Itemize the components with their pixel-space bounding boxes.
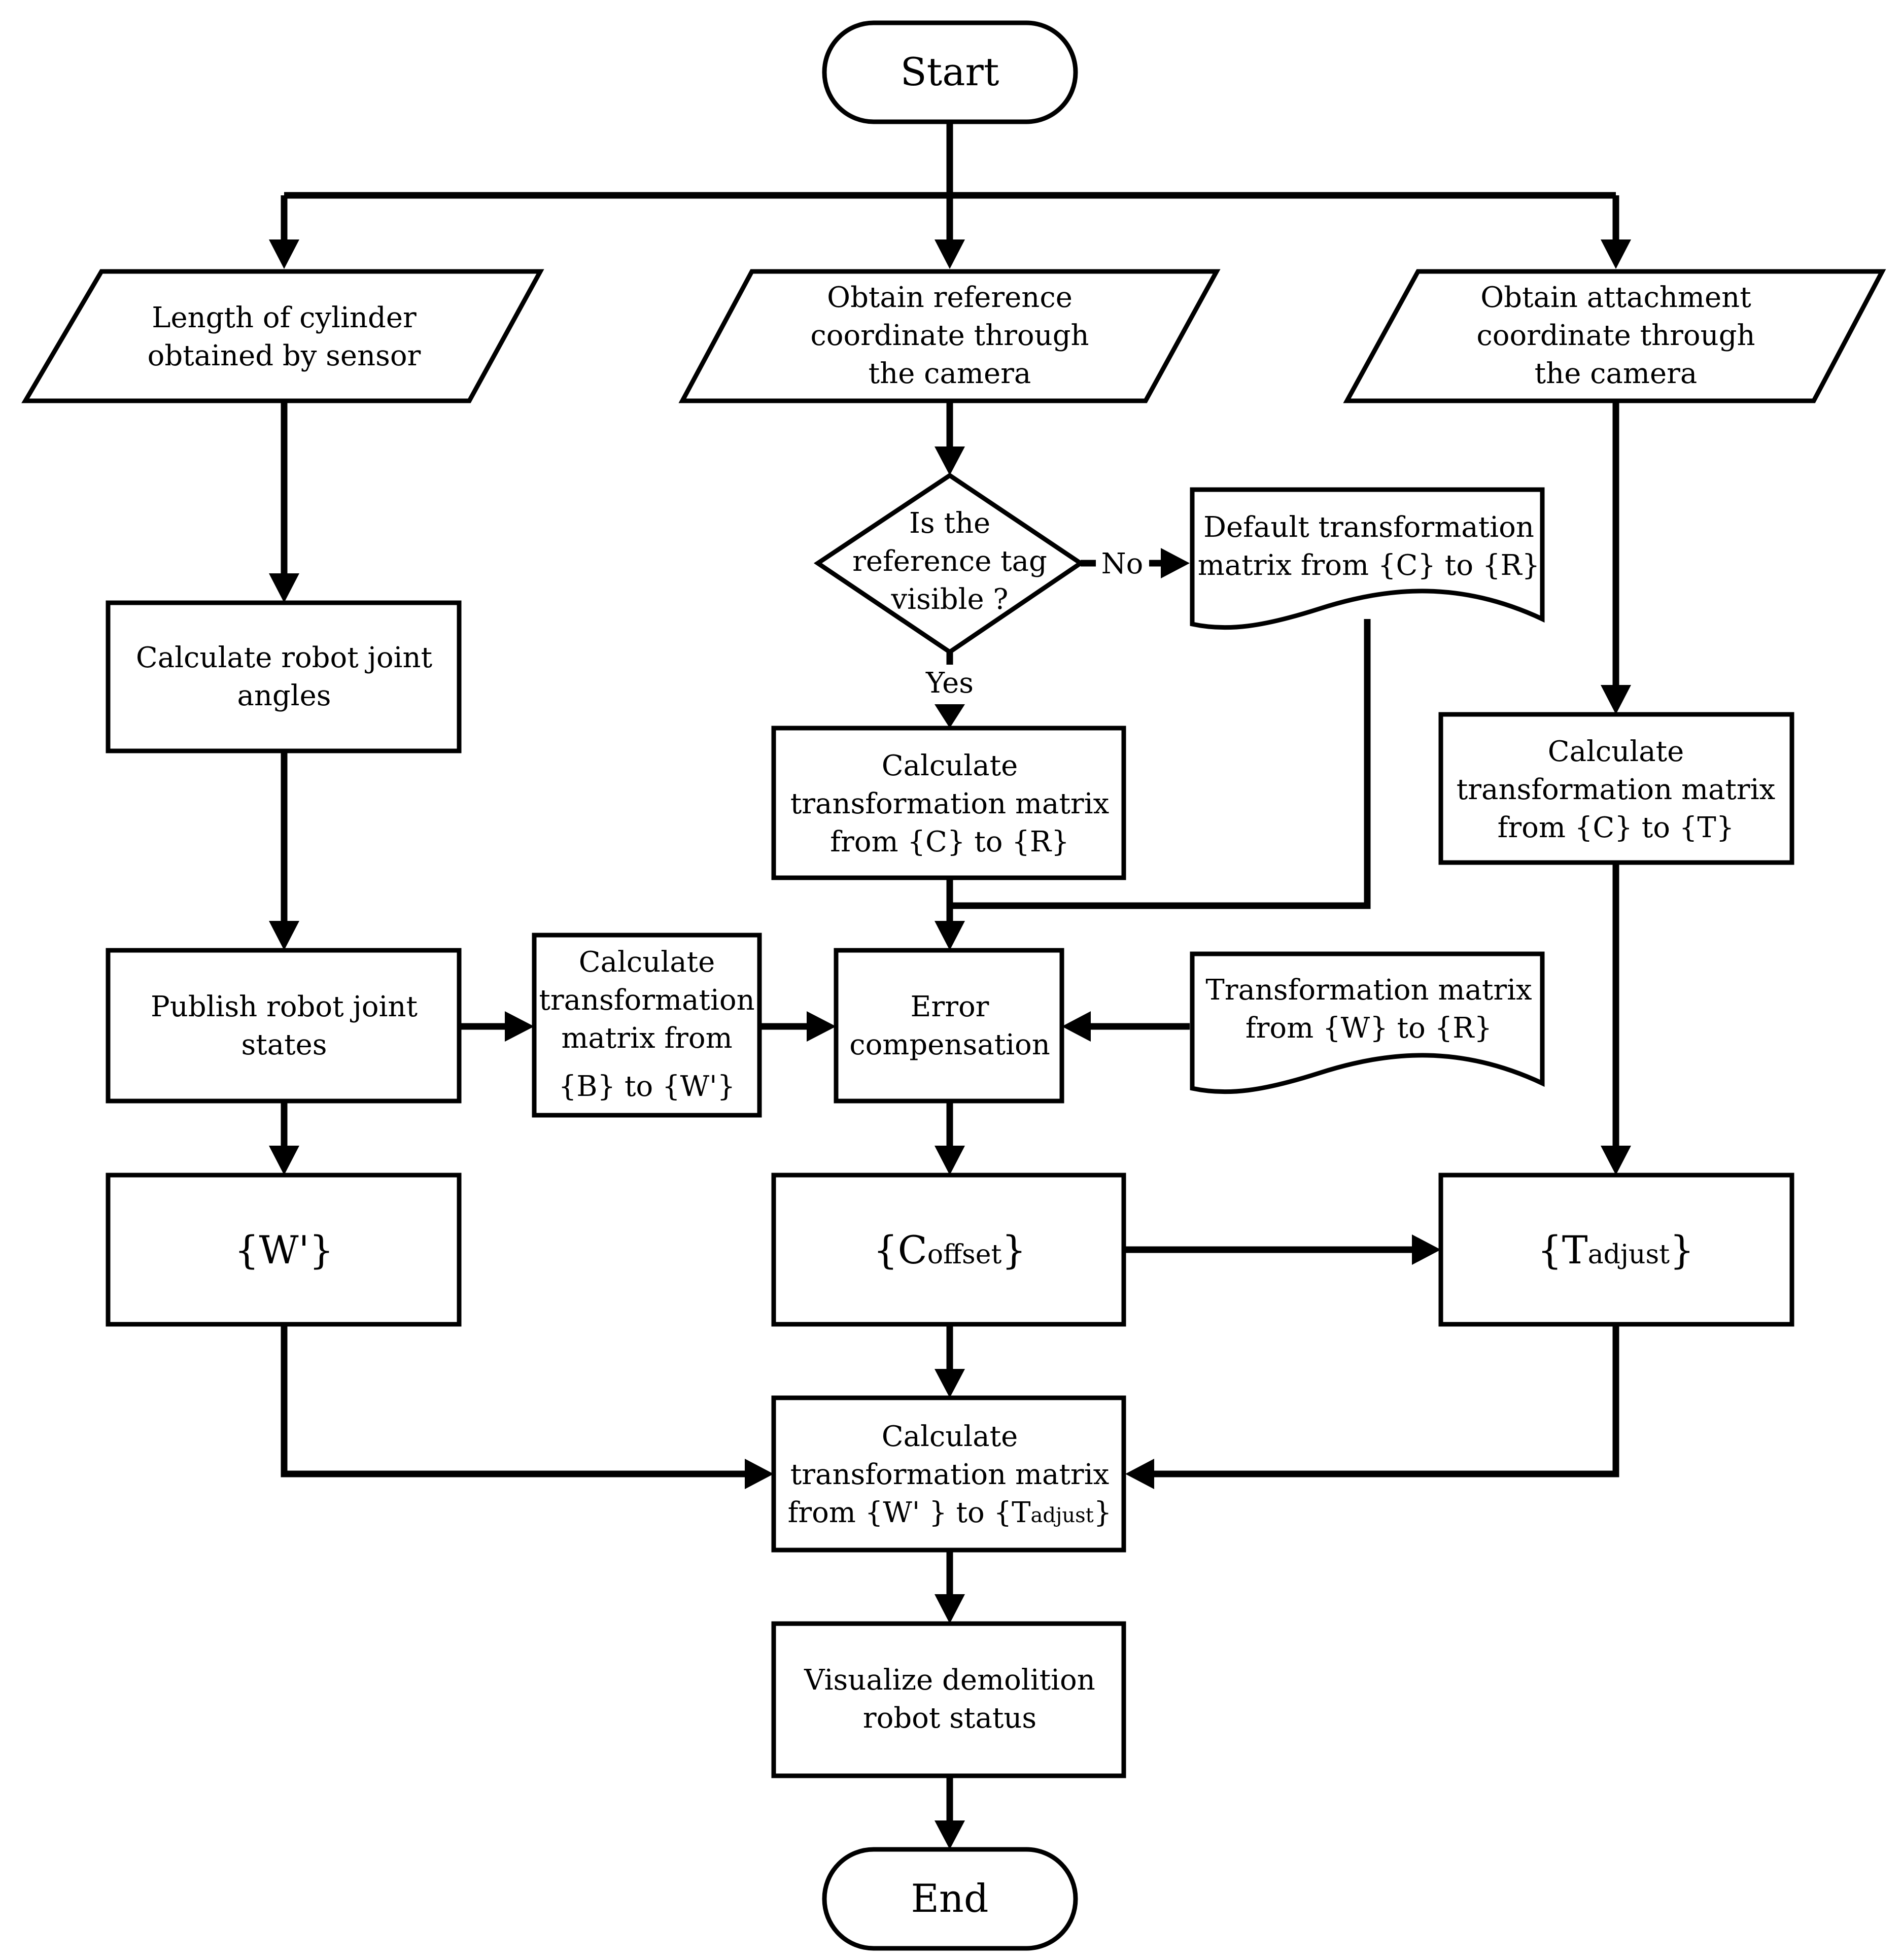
t-adjust-close: } xyxy=(1670,1227,1694,1273)
input-reference-coordinate: Obtain reference coordinate through the … xyxy=(678,269,1221,403)
final-calc-line-1: Calculate xyxy=(882,1420,1018,1453)
process-b-to-w-prime: Calculate transformation matrix from {B}… xyxy=(532,933,762,1118)
arrowhead xyxy=(935,1594,965,1624)
ctot-line-2: transformation matrix xyxy=(1457,773,1775,806)
start-terminator: Start xyxy=(822,20,1078,124)
input-reference-line-2: coordinate through xyxy=(810,319,1089,352)
c-offset-close: } xyxy=(1001,1227,1026,1273)
document-default-matrix: Default transformation matrix from {C} t… xyxy=(1190,487,1545,630)
arrowhead xyxy=(935,1369,965,1398)
publish-line-2: states xyxy=(241,1028,327,1061)
frame-c-offset: {Coffset} xyxy=(771,1173,1126,1327)
input-attachment-line-2: coordinate through xyxy=(1476,319,1755,352)
final-calc-line-2: transformation matrix xyxy=(790,1458,1109,1491)
arrowhead xyxy=(935,704,965,728)
input-cylinder-length: Length of cylinder obtained by sensor xyxy=(21,269,544,403)
visualize-line-2: robot status xyxy=(863,1702,1036,1735)
frame-t-adjust: {Tadjust} xyxy=(1438,1173,1794,1327)
final-calc-line-3: from {W' } to {Tadjust} xyxy=(788,1496,1112,1529)
frame-w-prime: {W'} xyxy=(106,1173,462,1327)
t-adjust-open: {T xyxy=(1538,1227,1588,1273)
process-final-transformation: Calculate transformation matrix from {W'… xyxy=(771,1395,1126,1553)
arrowhead xyxy=(1601,239,1631,269)
arrowhead xyxy=(1601,685,1631,714)
process-visualize: Visualize demolition robot status xyxy=(771,1621,1126,1778)
arrowhead xyxy=(269,921,299,950)
final-calc-line-3-subscript: adjust xyxy=(1031,1504,1094,1527)
t-adjust-subscript: adjust xyxy=(1588,1240,1670,1270)
arrowhead xyxy=(935,446,965,475)
ctot-line-3: from {C} to {T} xyxy=(1498,811,1735,844)
process-c-to-t: Calculate transformation matrix from {C}… xyxy=(1438,712,1794,865)
error-comp-line-1: Error xyxy=(911,990,989,1023)
w-prime-label: {W'} xyxy=(234,1227,334,1273)
arrowhead xyxy=(745,1459,774,1489)
input-cylinder-line-2: obtained by sensor xyxy=(148,339,421,372)
process-publish-joint-states: Publish robot joint states xyxy=(106,948,462,1104)
decision-line-1: Is the xyxy=(909,507,990,540)
t-adjust-label: {Tadjust} xyxy=(1538,1227,1694,1273)
input-reference-line-1: Obtain reference xyxy=(827,281,1073,314)
arrowhead xyxy=(505,1011,534,1042)
connector-wprime-final xyxy=(281,1324,756,1477)
ctot-line-1: Calculate xyxy=(1548,735,1684,768)
input-cylinder-line-1: Length of cylinder xyxy=(152,301,417,334)
arrowhead xyxy=(1062,1011,1091,1042)
connector-tadjust-final xyxy=(1139,1324,1619,1477)
btow-line-4: {B} to {W'} xyxy=(559,1070,735,1103)
joint-angles-line-2: angles xyxy=(237,679,331,712)
arrowhead xyxy=(269,1146,299,1175)
final-calc-line-3-end: } xyxy=(1094,1496,1112,1529)
end-terminator: End xyxy=(822,1847,1078,1951)
decision-line-2: reference tag xyxy=(852,545,1047,578)
decision-line-3: visible ? xyxy=(891,583,1009,616)
default-matrix-line-2: matrix from {C} to {R} xyxy=(1198,549,1540,582)
input-attachment-line-3: the camera xyxy=(1535,357,1698,390)
btow-line-3: matrix from xyxy=(561,1022,732,1055)
ctor-line-1: Calculate xyxy=(882,749,1018,782)
yes-label: Yes xyxy=(925,667,974,700)
arrowhead xyxy=(935,239,965,269)
c-offset-open: {C xyxy=(873,1227,927,1273)
decision-reference-visible: Is the reference tag visible ? xyxy=(813,472,1085,655)
input-reference-line-3: the camera xyxy=(869,357,1031,390)
arrowhead xyxy=(1412,1234,1441,1265)
input-attachment-line-1: Obtain attachment xyxy=(1480,281,1751,314)
ctor-line-3: from {C} to {R} xyxy=(830,826,1069,858)
ctor-line-2: transformation matrix xyxy=(790,787,1109,820)
error-comp-line-2: compensation xyxy=(849,1028,1050,1061)
final-calc-line-3-main: from {W' } to {T xyxy=(788,1496,1031,1529)
visualize-line-1: Visualize demolition xyxy=(804,1664,1095,1697)
arrowhead xyxy=(269,239,299,269)
c-offset-label: {Coffset} xyxy=(873,1227,1026,1273)
arrowhead xyxy=(1125,1459,1154,1489)
joint-angles-line-1: Calculate robot joint xyxy=(136,641,433,674)
btow-line-2: transformation xyxy=(539,984,754,1017)
arrowhead xyxy=(807,1011,836,1042)
process-error-compensation: Error compensation xyxy=(834,948,1064,1104)
arrowhead xyxy=(935,1146,965,1175)
arrowhead xyxy=(935,1820,965,1849)
start-label: Start xyxy=(901,49,999,94)
document-w-to-r: Transformation matrix from {W} to {R} xyxy=(1190,951,1545,1094)
arrowhead xyxy=(1601,1146,1631,1175)
connector-default-merge xyxy=(950,619,1371,909)
arrowhead xyxy=(935,921,965,950)
input-attachment-coordinate: Obtain attachment coordinate through the… xyxy=(1343,269,1886,403)
arrowhead xyxy=(1161,548,1190,578)
no-label: No xyxy=(1101,547,1144,580)
btow-line-1: Calculate xyxy=(579,946,715,979)
w-to-r-line-1: Transformation matrix xyxy=(1205,974,1532,1007)
c-offset-subscript: offset xyxy=(927,1240,1002,1270)
end-label: End xyxy=(911,1876,988,1921)
process-c-to-r: Calculate transformation matrix from {C}… xyxy=(771,726,1126,880)
default-matrix-line-1: Default transformation xyxy=(1203,511,1534,544)
arrowhead xyxy=(269,573,299,603)
connectors xyxy=(269,119,1631,1849)
process-joint-angles: Calculate robot joint angles xyxy=(106,600,462,753)
publish-line-1: Publish robot joint xyxy=(151,990,418,1023)
w-to-r-line-2: from {W} to {R} xyxy=(1246,1012,1492,1045)
